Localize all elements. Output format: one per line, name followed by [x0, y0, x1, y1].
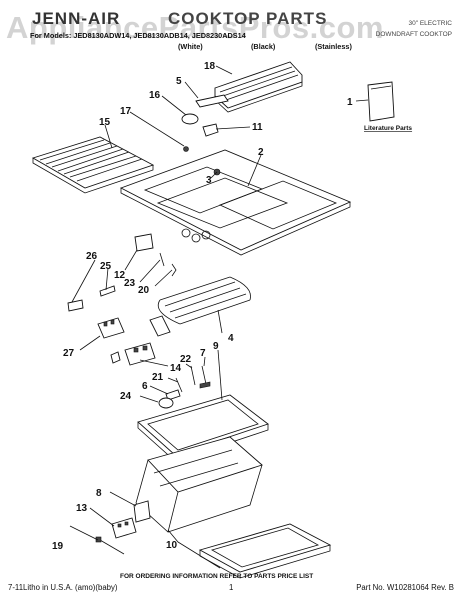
callout-23: 23 — [124, 278, 136, 289]
callout-11: 11 — [252, 122, 263, 133]
callout-7: 7 — [200, 348, 206, 359]
footer-part-number: Part No. W10281064 Rev. B — [356, 583, 454, 592]
callout-16: 16 — [149, 90, 161, 101]
callout-25: 25 — [100, 261, 112, 272]
callout-24: 24 — [120, 391, 132, 402]
footer-page-number: 1 — [229, 583, 234, 592]
clip-7 — [199, 381, 211, 389]
callout-27: 27 — [63, 348, 75, 359]
footer-litho: 7-11Litho in U.S.A. (amo)(baby) — [8, 583, 118, 592]
vent-gasket — [195, 94, 229, 108]
callout-19: 19 — [52, 541, 64, 552]
callout-22: 22 — [180, 354, 192, 365]
callout-9: 9 — [213, 341, 219, 352]
leader-lines — [69, 65, 369, 569]
screw-21 — [175, 377, 183, 393]
callout-3: 3 — [206, 175, 212, 186]
cooktop-main-top — [119, 149, 352, 256]
callout-13: 13 — [76, 503, 88, 514]
screw-22 — [190, 365, 196, 386]
screw-7 — [201, 365, 207, 385]
screw — [159, 252, 165, 267]
lower-housing — [135, 436, 263, 533]
selector-switch — [124, 342, 156, 366]
clip — [171, 263, 177, 277]
callout-4: 4 — [228, 333, 234, 344]
callout-8: 8 — [96, 488, 102, 499]
relay-board — [97, 317, 125, 339]
vent-cap — [181, 113, 199, 125]
brand-title: JENN-AIR — [32, 9, 121, 28]
switch-part — [202, 123, 219, 137]
small-spring — [183, 146, 189, 152]
switch-bracket — [110, 351, 121, 364]
callout-17: 17 — [120, 106, 132, 117]
watermark-text: AppliancePartsPros.com — [6, 10, 384, 45]
motor-cap — [158, 397, 174, 409]
connector — [95, 536, 102, 543]
control-board — [111, 517, 137, 539]
callout-20: 20 — [138, 285, 150, 296]
callout-2: 2 — [258, 147, 264, 158]
callout-1: 1 — [347, 97, 353, 108]
literature-parts-label: Literature Parts — [364, 125, 412, 132]
page-title: COOKTOP PARTS — [168, 9, 328, 28]
callout-10: 10 — [166, 540, 178, 551]
bracket — [99, 285, 116, 297]
models-label: For Models: JED8130ADW14, JED8130ADB14, … — [30, 31, 246, 40]
heating-element — [149, 276, 251, 337]
lower-pan — [198, 523, 332, 579]
literature-parts-booklet — [367, 81, 395, 122]
product-type-line1: 30" ELECTRIC — [408, 20, 453, 27]
callout-18: 18 — [204, 61, 216, 72]
ordering-info: FOR ORDERING INFORMATION REFER TO PARTS … — [120, 573, 314, 580]
callout-5: 5 — [176, 76, 182, 87]
callout-6: 6 — [142, 381, 148, 392]
callout-15: 15 — [99, 117, 111, 128]
color-white: (White) — [178, 42, 203, 51]
callout-26: 26 — [86, 251, 98, 262]
cover-plate — [133, 500, 151, 523]
callout-21: 21 — [152, 372, 164, 383]
color-black: (Black) — [251, 42, 276, 51]
vent-grille — [214, 61, 303, 113]
product-type-line2: DOWNDRAFT COOKTOP — [375, 31, 452, 38]
color-stainless: (Stainless) — [315, 42, 352, 51]
grill-grate — [31, 136, 155, 194]
terminal-block — [67, 299, 84, 312]
callout-14: 14 — [170, 363, 182, 374]
wire-harness — [99, 539, 125, 555]
callout-12: 12 — [114, 270, 126, 281]
infinite-switch — [134, 233, 154, 252]
